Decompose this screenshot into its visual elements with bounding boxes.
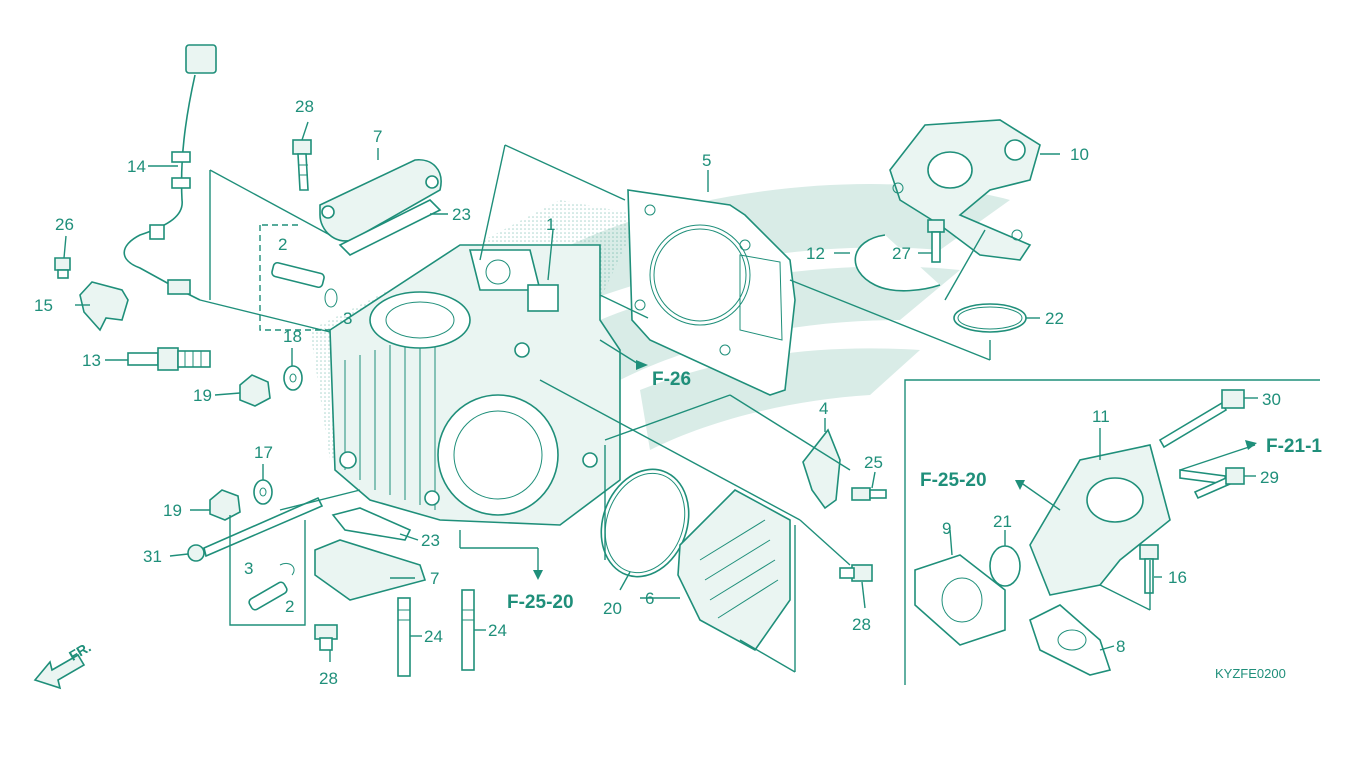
reference-arrows	[533, 339, 648, 580]
reference-labels: F-26 F-25-20 F-25-20 F-21-1 KYZFE0200	[507, 369, 1322, 681]
callout-11: 11	[1092, 407, 1110, 426]
callout-23-upper: 23	[452, 205, 471, 224]
callout-19-upper: 19	[193, 386, 212, 405]
o-ring-20	[600, 468, 690, 578]
callout-31: 31	[143, 547, 162, 566]
spark-plug	[127, 347, 211, 371]
callout-13: 13	[82, 351, 101, 370]
callout-15: 15	[34, 296, 53, 315]
callout-2-lower: 2	[285, 597, 294, 616]
callout-14: 14	[127, 157, 146, 176]
callout-7-lower: 7	[430, 569, 439, 588]
valve-guide-top	[271, 261, 338, 308]
ref-f21-1: F-21-1	[1266, 436, 1322, 457]
ref-f25-20-inset: F-25-20	[920, 470, 987, 491]
callout-2-upper: 2	[278, 235, 287, 254]
callout-29: 29	[1260, 468, 1279, 487]
callout-12: 12	[806, 244, 825, 263]
front-direction-arrow: FR.	[33, 639, 94, 690]
callout-4: 4	[819, 399, 828, 418]
callout-3-lower: 3	[244, 559, 253, 578]
cylinder-gasket	[627, 189, 796, 396]
valve-guide-lower	[248, 562, 338, 651]
callout-23-lower: 23	[421, 531, 440, 550]
ref-f25-20-main: F-25-20	[507, 592, 574, 613]
acorn-nut-upper	[239, 365, 303, 407]
callout-24-right: 24	[488, 621, 507, 640]
callout-21: 21	[993, 512, 1012, 531]
callout-9: 9	[942, 519, 951, 538]
spark-plug-cap-wire	[123, 44, 217, 301]
callout-28-bottom: 28	[319, 669, 338, 688]
callout-3-upper: 3	[343, 309, 352, 328]
callout-26: 26	[55, 215, 74, 234]
bolt-top	[292, 139, 312, 191]
callout-19-lower: 19	[163, 501, 182, 520]
callout-10: 10	[1070, 145, 1089, 164]
bracket-4	[802, 428, 887, 582]
head-cover-upper	[319, 159, 442, 256]
thermostat-housing	[889, 119, 1041, 261]
callout-16: 16	[1168, 568, 1187, 587]
diagram-code: KYZFE0200	[1215, 666, 1286, 681]
callout-5: 5	[702, 151, 711, 170]
stud-bolt-31	[187, 496, 324, 562]
callout-28-right: 28	[852, 615, 871, 634]
callout-1: 1	[546, 215, 555, 234]
callout-20: 20	[603, 599, 622, 618]
callout-28-top: 28	[295, 97, 314, 116]
ref-f26: F-26	[652, 369, 691, 390]
acorn-nut-lower	[209, 479, 273, 521]
callout-22: 22	[1045, 309, 1064, 328]
callout-17: 17	[254, 443, 273, 462]
callout-25: 25	[864, 453, 883, 472]
guide-bracket	[54, 257, 129, 332]
callout-24-left: 24	[424, 627, 443, 646]
callout-30: 30	[1262, 390, 1281, 409]
stud-bolts-24	[397, 589, 475, 677]
o-ring-22	[953, 303, 1027, 333]
callout-18: 18	[283, 327, 302, 346]
callout-labels: 1 2 2 3 3 4 5 6 7 7 8 9 10 11 12 13 14 1…	[34, 97, 1281, 688]
callout-27: 27	[892, 244, 911, 263]
leader-lines	[63, 121, 1060, 673]
bolt-27	[927, 219, 945, 263]
head-cover-lower	[314, 507, 427, 601]
side-cover	[677, 489, 791, 652]
callout-6: 6	[645, 589, 654, 608]
callout-8: 8	[1116, 637, 1125, 656]
callout-7-upper: 7	[373, 127, 382, 146]
wire-clip	[854, 234, 941, 292]
cylinder-head	[329, 244, 621, 526]
inset-manifold	[904, 379, 1320, 685]
